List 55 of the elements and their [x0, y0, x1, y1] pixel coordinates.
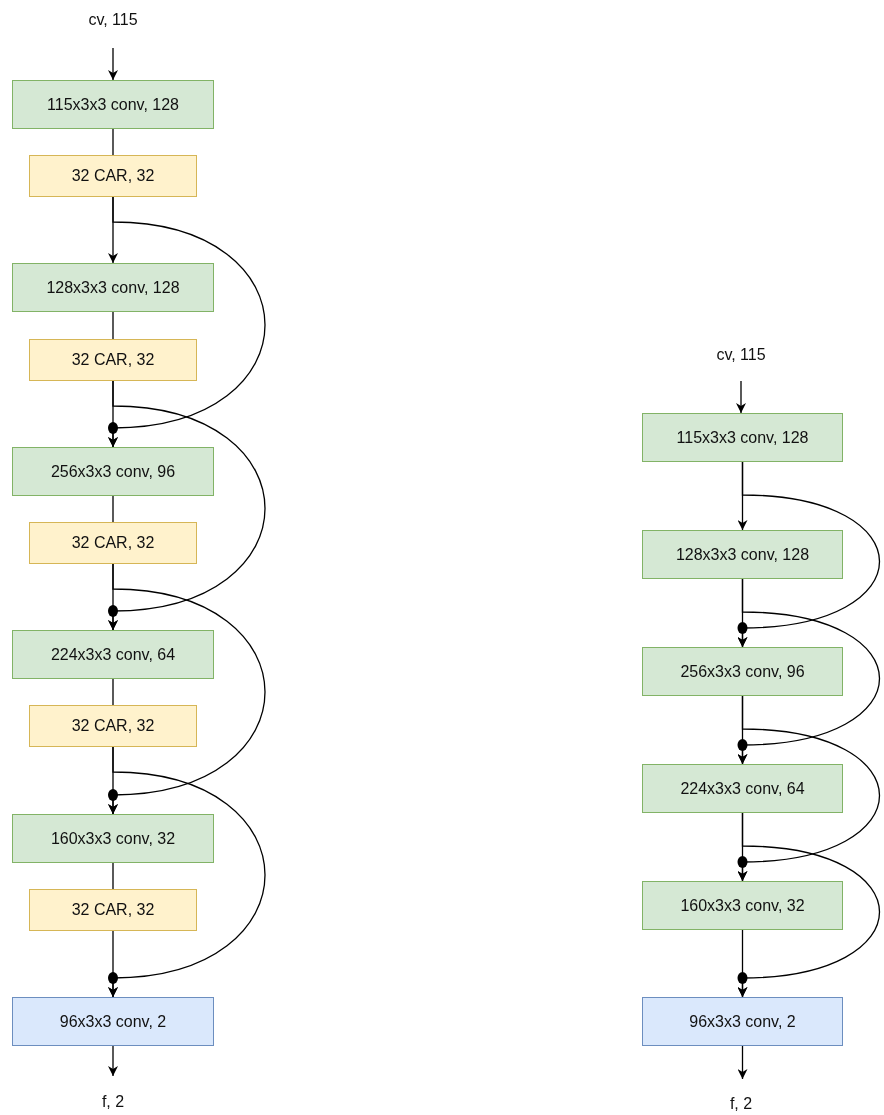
- conv-layer-box: [12, 630, 214, 679]
- io-label: f, 2: [101, 1093, 125, 1111]
- layer-label: 128x3x3 conv, 128: [46, 278, 180, 297]
- layer-box: [29, 705, 197, 747]
- arrow: [737, 695, 881, 882]
- arrow: [108, 196, 266, 448]
- conv-layer-box: [12, 447, 214, 496]
- arrow: [108, 47, 118, 81]
- layer-box: [29, 522, 197, 564]
- layer-label: 32 CAR, 32: [71, 351, 155, 369]
- arrow: [108, 380, 266, 631]
- conv-layer-box: [642, 647, 843, 696]
- conv-layer-box: [642, 997, 843, 1046]
- arrow: [737, 812, 881, 998]
- layer-box: [29, 339, 197, 381]
- layer-label: 160x3x3 conv, 32: [50, 829, 176, 848]
- layer-box: [29, 889, 197, 931]
- layer-label: 96x3x3 conv, 2: [689, 1012, 796, 1031]
- arrow: [737, 578, 881, 765]
- conv-layer-box: [12, 80, 214, 129]
- conv-layer-box: [12, 263, 214, 312]
- io-label: cv, 115: [716, 346, 766, 364]
- layer-label: 32 CAR, 32: [71, 717, 155, 735]
- conv-layer-box: [642, 413, 843, 462]
- connector-line: [112, 678, 114, 706]
- connector-line: [112, 495, 114, 523]
- connector-line: [112, 311, 114, 340]
- conv-layer-box: [12, 814, 214, 863]
- conv-layer-box: [642, 530, 843, 579]
- layer-label: 32 CAR, 32: [71, 534, 155, 552]
- arrow: [736, 380, 746, 414]
- conv-layer-box: [642, 881, 843, 930]
- layer-label: 256x3x3 conv, 96: [50, 462, 176, 481]
- arrow: [737, 461, 881, 648]
- conv-layer-box: [12, 997, 214, 1046]
- arrow: [108, 746, 266, 998]
- layer-box: [29, 155, 197, 197]
- connector-line: [112, 862, 114, 890]
- arrow: [737, 1045, 748, 1080]
- layer-label: 224x3x3 conv, 64: [50, 645, 176, 664]
- layer-label: 32 CAR, 32: [71, 901, 155, 919]
- conv-layer-box: [642, 764, 843, 813]
- arrow: [108, 563, 266, 815]
- layer-label: 115x3x3 conv, 128: [47, 95, 179, 114]
- io-label: cv, 115: [88, 11, 138, 29]
- arrow: [108, 1045, 118, 1077]
- layer-label: 256x3x3 conv, 96: [680, 662, 805, 681]
- connector-line: [112, 128, 114, 156]
- layer-label: 128x3x3 conv, 128: [675, 545, 810, 564]
- io-label: f, 2: [729, 1095, 753, 1113]
- layer-label: 32 CAR, 32: [71, 167, 155, 185]
- layer-label: 115x3x3 conv, 128: [676, 428, 809, 447]
- layer-label: 96x3x3 conv, 2: [59, 1012, 167, 1031]
- layer-label: 160x3x3 conv, 32: [680, 896, 805, 915]
- layer-label: 224x3x3 conv, 64: [680, 779, 805, 798]
